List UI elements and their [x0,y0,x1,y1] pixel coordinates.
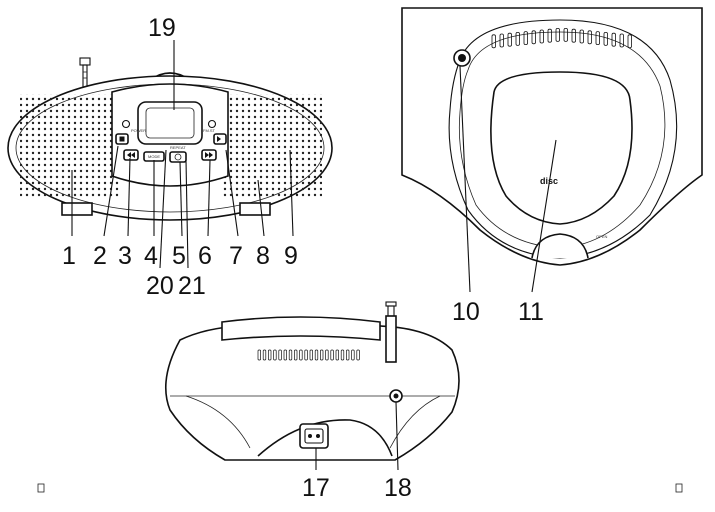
vent-slot [351,349,355,361]
callout-21: 21 [178,272,206,300]
vent-slot [314,349,319,361]
vent-slot [283,349,287,361]
rear-view [164,301,460,471]
vent-slot [294,349,298,361]
vent-slot [330,349,334,361]
vent-slot [611,32,616,47]
vent-slot [273,349,277,361]
vent-slot [507,32,512,47]
vent-slot [346,349,350,361]
power-label: POWER [131,128,146,133]
skip-forward-icon [205,152,213,158]
repeat-button[interactable] [169,151,187,163]
callout-10: 10 [452,298,480,326]
skip-back-icon [127,152,135,158]
repeat-icon [174,153,182,161]
skip-back-button[interactable] [123,149,139,161]
vent-slot [499,33,504,48]
callout-19: 19 [148,14,176,42]
power-indicator [121,119,131,129]
skip-forward-button[interactable] [201,149,217,161]
vent-slot [262,349,267,361]
front-view: POWER FM.ST MODE REPEAT [7,40,333,269]
callout-labels: 19 1 2 3 4 5 6 7 8 9 20 21 10 11 17 18 [62,14,544,502]
vent-slot [579,29,584,44]
play-pause-button[interactable] [213,133,227,145]
vent-slot [523,31,528,46]
corner-marker-right [675,483,683,493]
antenna-icon [385,301,397,363]
headphone-jack[interactable] [389,389,403,403]
callout-17: 17 [302,474,330,502]
vent-slot [587,30,592,45]
corner-marker-left [37,483,45,493]
callout-8: 8 [256,242,270,270]
right-speaker-grille [222,94,322,198]
vent-slot [356,349,360,361]
ac-socket-icon [308,434,312,438]
front-leader-lines [71,40,294,269]
vent-slot [320,349,324,361]
vent-slot [603,32,608,46]
vent-slot [571,28,576,43]
callout-5: 5 [172,242,186,270]
vent-slot [531,30,536,45]
stop-button[interactable] [115,133,129,145]
vent-slot [539,29,544,44]
callout-9: 9 [284,242,298,270]
play-pause-icon [217,136,221,142]
vent-slot [268,349,272,361]
right-foot [239,202,271,216]
left-speaker-grille [20,94,120,198]
callout-11: 11 [518,298,544,326]
lcd-display [137,101,203,145]
vent-slot [515,32,520,46]
headphone-jack-icon [393,393,399,399]
vent-slot [491,34,496,49]
vent-slot [325,349,329,361]
open-tab[interactable] [531,233,589,259]
callout-2: 2 [93,242,107,270]
fm-st-label: FM.ST [203,128,216,133]
mode-button[interactable]: MODE [143,151,165,162]
open-label: OPEN [596,234,607,239]
vent-slot [563,27,568,42]
vent-slot [309,349,313,361]
top-view: disc OPEN [401,7,703,293]
callout-4: 4 [144,242,158,270]
callout-18: 18 [384,474,412,502]
vent-slot [547,28,552,43]
callout-6: 6 [198,242,212,270]
vent-slot [278,349,282,361]
vent-slot [257,349,261,361]
vent-slot [627,34,632,49]
cd-lid[interactable] [490,71,633,225]
vent-slot [340,349,345,361]
vent-slot [288,349,293,361]
vent-slot [304,349,308,361]
callout-20: 20 [146,272,174,300]
vent-slot [335,349,339,361]
callout-7: 7 [229,242,243,270]
vent-slot [595,31,600,46]
stop-icon [119,136,125,142]
vent-slot [619,33,624,48]
rear-vent [257,349,360,361]
callout-1: 1 [62,242,76,270]
ac-socket[interactable] [299,423,329,449]
vent-slot [299,349,303,361]
callout-3: 3 [118,242,132,270]
top-vent [491,27,632,49]
vent-slot [555,27,560,42]
mode-label: MODE [148,154,160,159]
antenna-icon [79,57,91,88]
fm-st-indicator [207,119,217,129]
repeat-label: REPEAT [170,145,186,150]
left-foot [61,202,93,216]
